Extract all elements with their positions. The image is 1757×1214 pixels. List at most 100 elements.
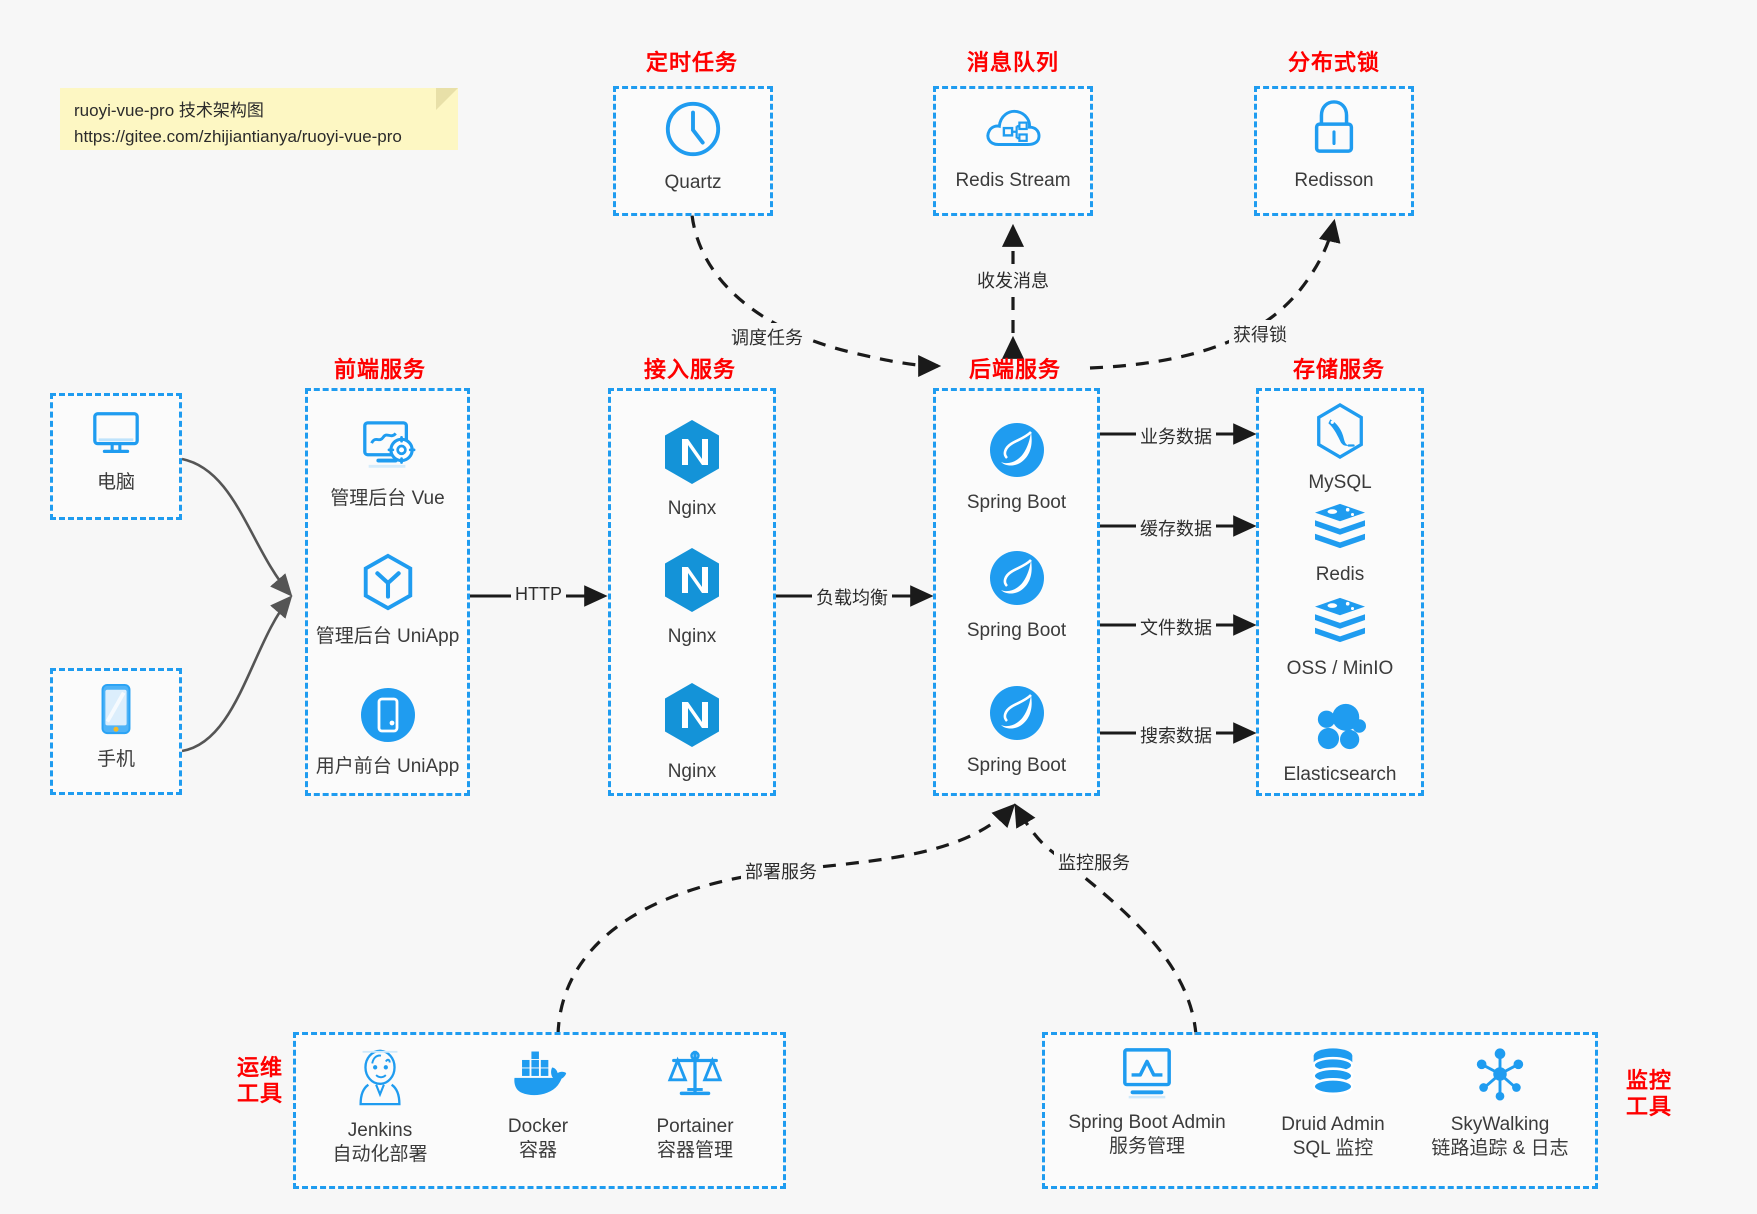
node-label: Redis xyxy=(1315,564,1365,585)
group-header-lock: 分布式锁 xyxy=(1287,50,1380,75)
node-label: Nginx xyxy=(667,498,717,519)
nginx-icon xyxy=(661,681,723,754)
monitor-title-line1: 监控 xyxy=(1625,1068,1672,1093)
node-label: Spring Boot xyxy=(966,492,1067,513)
desktop-computer-icon xyxy=(87,408,145,465)
mobile-phone-icon xyxy=(93,683,139,742)
edge-label-search-data: 搜索数据 xyxy=(1136,721,1216,749)
node-label: 用户前台 UniApp xyxy=(315,756,460,777)
node-label: Portainer xyxy=(656,1116,734,1137)
monitor-chart-icon xyxy=(1118,1046,1176,1105)
edge-label-acquire-lock: 获得锁 xyxy=(1229,320,1291,348)
node-admin-uniapp[interactable]: 管理后台 UniApp xyxy=(305,552,470,649)
group-header-gateway: 接入服务 xyxy=(643,357,736,382)
node-spring-boot-3[interactable]: Spring Boot xyxy=(933,683,1100,778)
node-spring-boot-2[interactable]: Spring Boot xyxy=(933,548,1100,643)
node-label: MySQL xyxy=(1308,472,1372,493)
node-label: Redisson xyxy=(1294,170,1374,191)
node-nginx-1[interactable]: Nginx xyxy=(608,418,776,521)
node-label: Spring Boot xyxy=(966,755,1067,776)
group-header-scheduler: 定时任务 xyxy=(645,50,738,75)
padlock-icon xyxy=(1306,98,1362,163)
scales-balance-icon xyxy=(666,1046,724,1109)
node-label: Elasticsearch xyxy=(1283,764,1397,785)
elasticsearch-icon xyxy=(1312,700,1368,757)
group-header-mq: 消息队列 xyxy=(966,50,1059,75)
node-spring-boot-1[interactable]: Spring Boot xyxy=(933,420,1100,515)
node-user-uniapp[interactable]: 用户前台 UniApp xyxy=(305,686,470,779)
note-line-title: ruoyi-vue-pro 技术架构图 xyxy=(74,101,264,120)
node-label: 管理后台 UniApp xyxy=(315,626,460,647)
node-sublabel: 容器 xyxy=(518,1139,557,1161)
edge-label-http: HTTP xyxy=(511,583,566,606)
spring-boot-icon xyxy=(987,548,1047,613)
node-label: Docker xyxy=(507,1116,569,1137)
sticky-note: ruoyi-vue-pro 技术架构图 https://gitee.com/zh… xyxy=(60,88,458,150)
node-sublabel: SQL 监控 xyxy=(1292,1137,1374,1159)
node-label: Quartz xyxy=(664,172,722,193)
jenkins-icon xyxy=(352,1046,408,1113)
node-quartz[interactable]: Quartz xyxy=(613,98,773,195)
node-desktop[interactable]: 电脑 xyxy=(50,408,182,495)
node-sublabel: 链路追踪 & 日志 xyxy=(1431,1137,1569,1159)
edge-monitor-to-backend xyxy=(1014,803,1198,1036)
node-label: Redis Stream xyxy=(955,170,1071,191)
node-nginx-2[interactable]: Nginx xyxy=(608,546,776,649)
node-spring-boot-admin[interactable]: Spring Boot Admin 服务管理 xyxy=(1057,1046,1237,1159)
node-portainer[interactable]: Portainer 容器管理 xyxy=(625,1046,765,1163)
node-sublabel: 容器管理 xyxy=(656,1139,733,1161)
group-box-monitor xyxy=(1042,1032,1598,1189)
oss-minio-icon xyxy=(1311,596,1369,651)
docker-whale-icon xyxy=(507,1046,569,1109)
edge-mobile-to-frontend xyxy=(181,595,293,753)
group-header-monitor: 监控 工具 xyxy=(1614,1068,1684,1120)
node-label: SkyWalking xyxy=(1450,1114,1550,1135)
edge-label-file-data: 文件数据 xyxy=(1136,613,1216,641)
node-sublabel: 服务管理 xyxy=(1108,1135,1185,1157)
hexagon-uniapp-icon xyxy=(358,552,418,619)
edge-label-cache-data: 缓存数据 xyxy=(1136,514,1216,542)
edge-desktop-to-frontend xyxy=(181,457,293,597)
node-mobile[interactable]: 手机 xyxy=(50,683,182,772)
node-label: Druid Admin xyxy=(1281,1114,1385,1135)
nginx-icon xyxy=(661,418,723,491)
node-skywalking[interactable]: SkyWalking 链路追踪 & 日志 xyxy=(1410,1046,1590,1161)
dashboard-gear-icon xyxy=(357,418,419,481)
group-header-backend: 后端服务 xyxy=(968,357,1061,382)
node-redis[interactable]: Redis xyxy=(1256,502,1424,587)
edge-label-business-data: 业务数据 xyxy=(1136,422,1216,450)
group-box-scheduler xyxy=(613,86,773,216)
node-nginx-3[interactable]: Nginx xyxy=(608,681,776,784)
node-sublabel: 自动化部署 xyxy=(332,1143,428,1165)
node-admin-vue[interactable]: 管理后台 Vue xyxy=(305,418,470,511)
node-label: Nginx xyxy=(667,761,717,782)
devops-title-line2: 工具 xyxy=(236,1080,283,1106)
nginx-icon xyxy=(661,546,723,619)
node-jenkins[interactable]: Jenkins 自动化部署 xyxy=(310,1046,450,1167)
group-box-mq xyxy=(933,86,1093,216)
node-label: Spring Boot xyxy=(966,620,1067,641)
edge-backend-to-redisson xyxy=(1089,218,1341,370)
node-docker[interactable]: Docker 容器 xyxy=(468,1046,608,1163)
edge-label-monitor-service: 监控服务 xyxy=(1054,848,1134,876)
node-label: 电脑 xyxy=(96,472,135,493)
node-druid-admin[interactable]: Druid Admin SQL 监控 xyxy=(1253,1046,1413,1161)
node-label: 手机 xyxy=(96,749,135,770)
node-oss-minio[interactable]: OSS / MinIO xyxy=(1256,596,1424,681)
node-mysql[interactable]: MySQL xyxy=(1256,402,1424,495)
group-header-devops: 运维 工具 xyxy=(228,1055,292,1107)
group-header-frontend: 前端服务 xyxy=(333,357,426,382)
note-line-url: https://gitee.com/zhijiantianya/ruoyi-vu… xyxy=(74,127,402,147)
mysql-icon xyxy=(1313,402,1367,465)
clock-icon xyxy=(662,98,724,165)
group-header-storage: 存储服务 xyxy=(1292,357,1385,382)
node-redisson[interactable]: Redisson xyxy=(1254,98,1414,193)
node-redis-stream[interactable]: Redis Stream xyxy=(933,100,1093,193)
node-elasticsearch[interactable]: Elasticsearch xyxy=(1256,700,1424,787)
edge-devops-to-backend xyxy=(556,803,1016,1036)
edge-label-load-balance: 负载均衡 xyxy=(812,583,892,611)
node-label: Jenkins xyxy=(347,1120,413,1141)
spring-boot-icon xyxy=(987,683,1047,748)
edge-label-send-receive-msg: 收发消息 xyxy=(973,266,1053,294)
